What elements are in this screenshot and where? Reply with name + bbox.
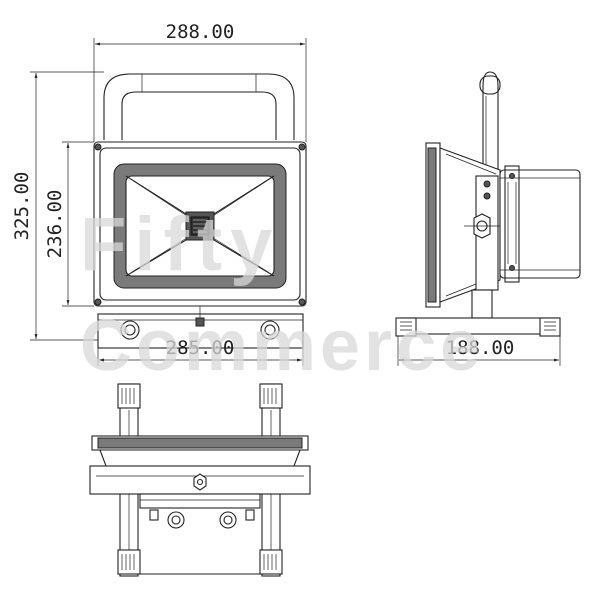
dimension-base-width: 285.00	[97, 337, 304, 366]
side-pivot	[464, 213, 500, 239]
led-chip	[185, 211, 215, 241]
top-view	[89, 383, 311, 577]
dimension-body-height: 236.00	[44, 141, 94, 307]
side-handle	[479, 71, 501, 170]
front-screws	[94, 143, 306, 306]
dimension-side-depth: 188.00	[397, 336, 561, 366]
side-foot	[395, 317, 561, 337]
base-width-label: 285.00	[166, 337, 235, 359]
watermark: Fifty Commerce	[80, 202, 484, 386]
top-foot-caps	[117, 383, 283, 575]
watermark-line1: Fifty	[80, 202, 280, 287]
top-lamp-body	[89, 435, 311, 509]
dimension-total-height: 325.00	[11, 71, 104, 341]
dimension-front-width: 288.00	[93, 21, 307, 142]
top-hardware	[149, 473, 255, 529]
body-height-label: 236.00	[44, 190, 66, 259]
side-depth-label: 188.00	[446, 337, 515, 359]
total-height-label: 325.00	[11, 172, 33, 241]
front-base	[97, 306, 304, 349]
front-view	[93, 73, 307, 349]
watermark-line2: Commerce	[80, 306, 484, 386]
front-width-label: 288.00	[166, 21, 235, 43]
front-handle	[103, 73, 295, 140]
side-view	[395, 71, 581, 337]
side-rear-box	[499, 165, 581, 283]
